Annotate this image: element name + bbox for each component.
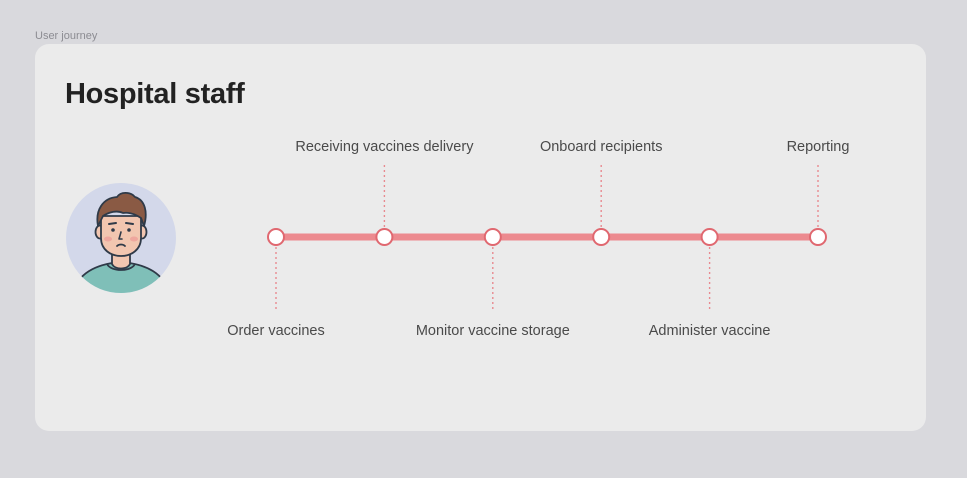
step-label: Administer vaccine (649, 323, 771, 339)
avatar-face (100, 215, 142, 257)
step-label: Receiving vaccines delivery (295, 139, 474, 155)
step-label: Monitor vaccine storage (416, 323, 570, 339)
step-node[interactable] (700, 228, 719, 246)
frame-label: User journey (35, 30, 98, 42)
step-node[interactable] (375, 228, 394, 246)
avatar (66, 183, 176, 293)
step-label: Reporting (787, 139, 850, 155)
step-node[interactable] (592, 228, 611, 246)
step-node[interactable] (483, 228, 502, 246)
step-label: Order vaccines (227, 323, 325, 339)
step-node[interactable] (267, 228, 285, 246)
avatar-hair (96, 191, 147, 227)
journey-card: Hospital staff (35, 44, 926, 431)
step-label: Onboard recipients (540, 139, 663, 155)
step-node[interactable] (809, 228, 827, 246)
page-title: Hospital staff (65, 78, 245, 110)
journey-timeline: Order vaccines Receiving vaccines deliver… (227, 139, 850, 339)
